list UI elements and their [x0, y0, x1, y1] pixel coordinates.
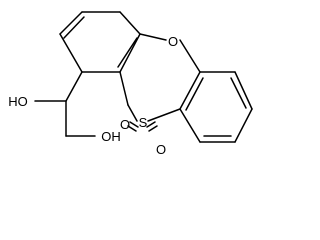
ring-oxygen-label: O [168, 34, 178, 49]
sulfur-label: S [139, 115, 148, 130]
bond-lines [34, 11, 253, 143]
sulfone-oxygen-left-label: O [120, 117, 130, 132]
hydroxyl-top-label: HO [8, 94, 28, 109]
chemical-structure: O S O O HO OH [8, 11, 253, 155]
sulfone-oxygen-right-label: O [156, 142, 166, 155]
hydroxyl-bottom-label: OH [101, 129, 121, 144]
